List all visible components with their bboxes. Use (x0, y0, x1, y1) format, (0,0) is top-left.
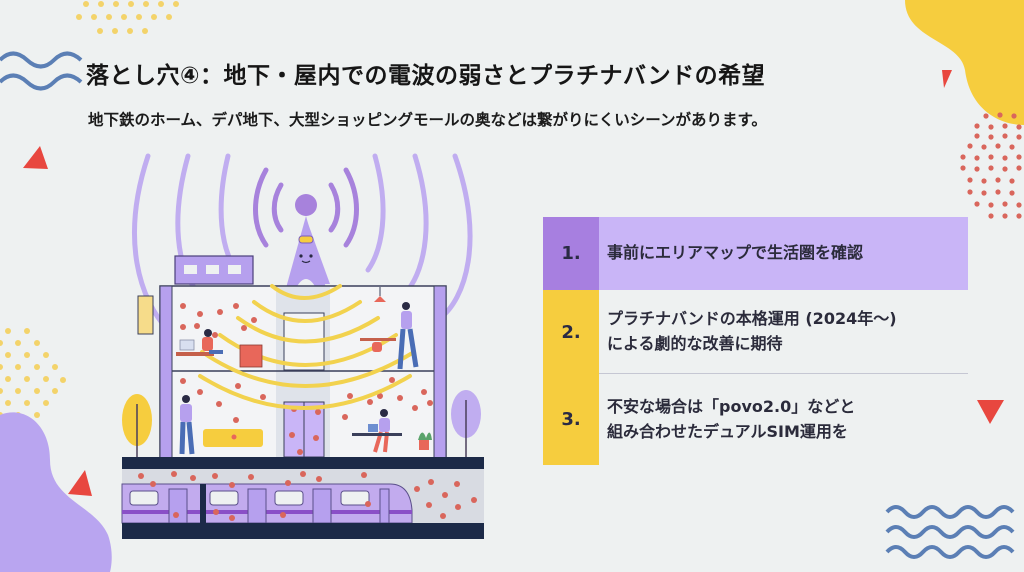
purple-blob-bottom-left (0, 412, 112, 572)
triangle-red-right (977, 400, 1004, 424)
tips-list: 1. 事前にエリアマップで生活圏を確認 2. プラチナバンドの本格運用 (202… (543, 217, 968, 465)
ground (122, 457, 484, 469)
person-laptop-lower (352, 409, 432, 453)
person-phone-upper (360, 302, 419, 370)
subway-train (121, 483, 413, 524)
person-laptop-upper (176, 329, 263, 368)
list-item-number: 2. (543, 290, 599, 374)
tree-right (451, 390, 481, 458)
triangle-red-title (942, 70, 952, 88)
radio-waves-inner (253, 167, 359, 248)
wave-pattern-bottom-right (885, 505, 1015, 559)
yellow-blob-top-right (905, 0, 1024, 125)
weak-signal-dots (180, 303, 433, 455)
list-item: 1. 事前にエリアマップで生活圏を確認 (543, 217, 968, 290)
wave-pattern-top-left (0, 51, 83, 69)
triangle-red-left (23, 146, 48, 169)
list-item-number: 3. (543, 374, 599, 465)
list-item-number: 1. (543, 217, 599, 290)
cell-tower-mascot (286, 194, 330, 288)
tree-left (122, 394, 152, 458)
red-dot-pattern-right (960, 112, 1022, 219)
list-item-text: プラチナバンドの本格運用 (2024年〜) による劇的な改善に期待 (599, 290, 968, 374)
tunnel-dots (138, 471, 477, 521)
list-item-text: 事前にエリアマップで生活圏を確認 (599, 217, 968, 290)
slide-subtitle: 地下鉄のホーム、デパ地下、大型ショッピングモールの奥などは繋がりにくいシーンがあ… (88, 111, 767, 129)
list-item-text: 不安な場合は「povo2.0」などと 組み合わせたデュアルSIM運用を (607, 396, 856, 441)
side-sign (137, 295, 154, 335)
triangle-red-bottom (68, 470, 92, 496)
list-item: 3. 不安な場合は「povo2.0」などと 組み合わせたデュアルSIM運用を (543, 374, 968, 465)
yellow-dot-pattern-top (76, 1, 179, 34)
list-item: 2. プラチナバンドの本格運用 (2024年〜) による劇的な改善に期待 (543, 290, 968, 374)
slide-title: 落とし穴④：地下・屋内での電波の弱さとプラチナバンドの希望 (86, 63, 766, 89)
ground-bottom (122, 523, 484, 539)
person-standing-lower (179, 395, 263, 455)
